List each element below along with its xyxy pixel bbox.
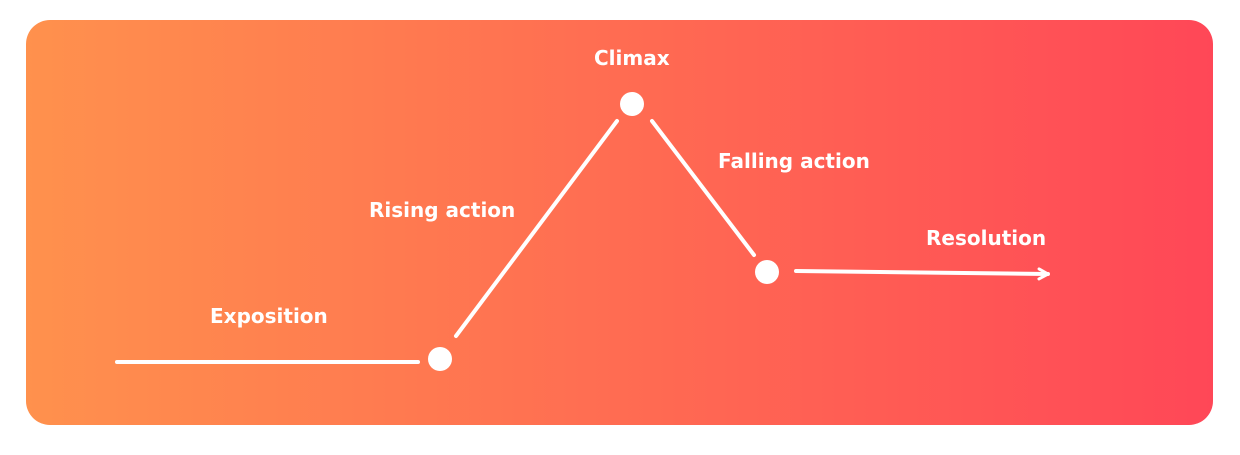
resolution-arrow [794,267,1050,281]
rising-action-line [454,119,619,338]
stage-label-exposition: Exposition [210,304,328,328]
climax-node [620,92,644,116]
plot-arc-diagram: Exposition Rising action Climax Falling … [26,20,1213,425]
falling-action-end-node [755,260,779,284]
falling-action-line [650,119,756,257]
exposition-end-node [428,347,452,371]
plot-diagram-card: Exposition Rising action Climax Falling … [26,20,1213,425]
stage-label-rising-action: Rising action [369,198,515,222]
stage-label-resolution: Resolution [926,226,1046,250]
gradient-background [26,20,1213,425]
stage-label-falling-action: Falling action [718,149,870,173]
stage-label-climax: Climax [594,46,670,70]
